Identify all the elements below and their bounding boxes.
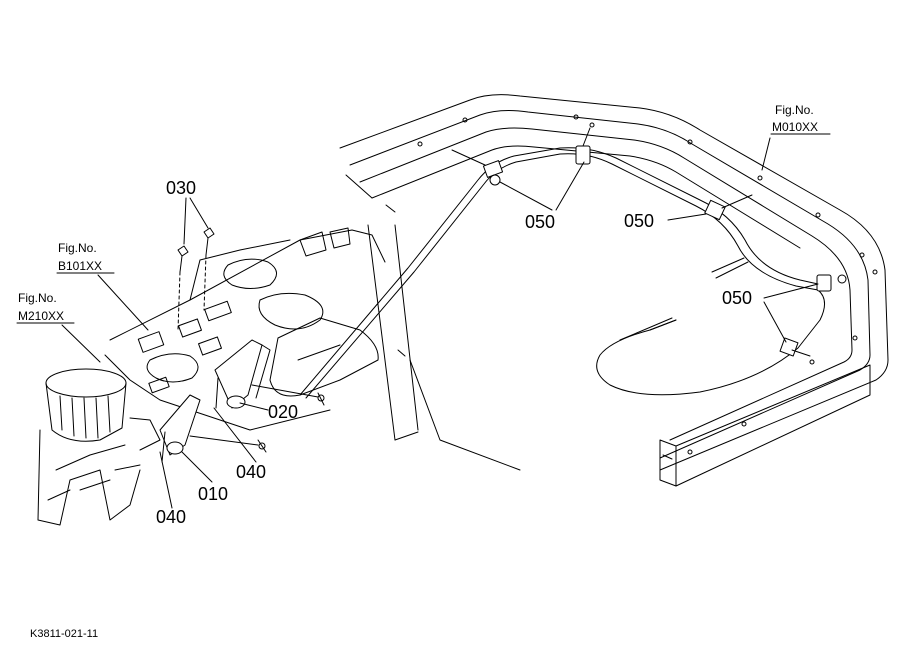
pillar: [367, 224, 521, 471]
clamp-050-d: [816, 274, 847, 292]
bolt-030-b: [203, 227, 215, 311]
leader-lines: [61, 137, 819, 509]
bracket-010: [159, 394, 201, 463]
callout-020: 020: [268, 402, 298, 422]
callout-010: 010: [198, 484, 228, 504]
callout-040-upper: 040: [236, 462, 266, 482]
bolt-040-b: [251, 384, 325, 406]
bracket-020: [214, 339, 271, 409]
callout-040-lower: 040: [156, 507, 186, 527]
wire-harness: [299, 147, 825, 399]
fender-assembly: [37, 227, 386, 526]
rops-frame: [339, 94, 889, 487]
drawing-code: K3811-021-11: [30, 628, 98, 640]
fig-ref-b101-label: Fig.No.: [58, 241, 97, 255]
bolt-030-a: [177, 245, 189, 331]
clamp-050-a: [451, 149, 504, 186]
callout-050-lower: 050: [722, 288, 752, 308]
fig-ref-m010-label: Fig.No.: [775, 103, 814, 117]
fig-ref-m210-code: M210XX: [18, 309, 64, 323]
clamp-050-b: [575, 122, 595, 165]
fig-ref-b101-code: B101XX: [58, 259, 102, 273]
bolt-040-a: [189, 435, 267, 453]
callout-050-center: 050: [525, 212, 555, 232]
clamp-050-c: [704, 194, 753, 221]
clamp-050-e: [779, 337, 811, 357]
fig-ref-m010-code: M010XX: [772, 120, 818, 134]
fig-ref-m210-label: Fig.No.: [18, 291, 57, 305]
callout-030: 030: [166, 178, 196, 198]
callout-050-right: 050: [624, 211, 654, 231]
